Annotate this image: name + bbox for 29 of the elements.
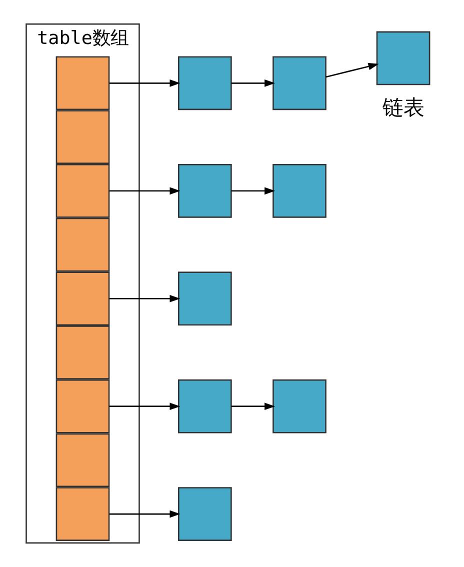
node-box [55, 218, 110, 272]
arrow [325, 62, 378, 78]
label: 链表 [382, 94, 424, 120]
arrow [108, 402, 180, 410]
node-box [177, 56, 232, 110]
arrow [108, 187, 180, 195]
node-box [55, 164, 110, 218]
node-box [55, 272, 110, 326]
node-box [55, 56, 110, 110]
node-box [272, 379, 326, 434]
arrow [108, 294, 180, 302]
node-box [177, 487, 232, 541]
node-box [177, 164, 232, 218]
node-box [55, 326, 110, 380]
arrow [108, 79, 180, 87]
arrow [230, 402, 275, 410]
arrow [108, 510, 180, 518]
node-box [177, 272, 232, 326]
node-box [272, 56, 326, 110]
node-box [55, 110, 110, 164]
arrow [230, 187, 275, 195]
node-box [55, 487, 110, 541]
node-box [55, 433, 110, 488]
node-box [272, 164, 326, 218]
node-box [55, 379, 110, 434]
node-box [376, 31, 430, 86]
cluster: table数组 [25, 23, 140, 544]
node-box [177, 379, 232, 434]
arrow [230, 79, 275, 87]
